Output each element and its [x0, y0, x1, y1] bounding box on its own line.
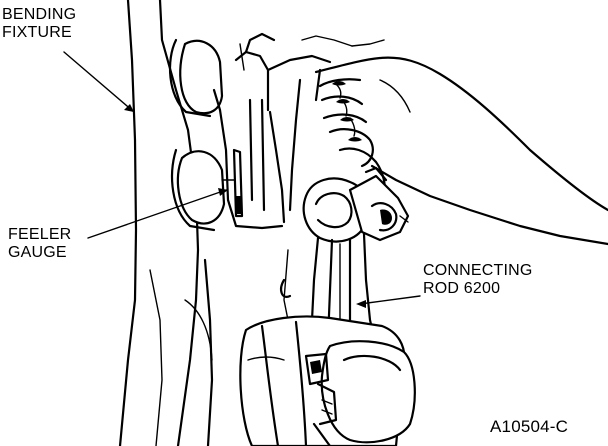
connecting-rod-big-end: [239, 315, 416, 446]
leader-lines: [63, 51, 421, 308]
connecting-rod-label-line2: ROD 6200: [423, 280, 501, 297]
figure-code: A10504-C: [490, 417, 569, 436]
bending-fixture-label-line2: FIXTURE: [2, 24, 72, 41]
leader-connecting-rod: [359, 295, 421, 305]
connecting-rod-small-end: [302, 166, 410, 243]
leader-bending-fixture: [63, 51, 135, 113]
bending-fixture-label-line1: BENDING: [2, 6, 77, 23]
feeler-gauge: [221, 148, 244, 218]
feeler-gauge-label: FEELER GAUGE: [8, 226, 71, 262]
feeler-gauge-label-line2: GAUGE: [8, 244, 67, 261]
fixture-clamp-arm: [212, 32, 385, 230]
bending-fixture: [118, 0, 226, 446]
leader-feeler-gauge: [87, 189, 227, 239]
bending-fixture-label: BENDING FIXTURE: [2, 6, 76, 42]
connecting-rod-label-line1: CONNECTING: [423, 262, 533, 279]
hand: [314, 56, 608, 246]
connecting-rod-label: CONNECTING ROD 6200: [423, 262, 533, 298]
feeler-gauge-label-line1: FEELER: [8, 226, 72, 243]
